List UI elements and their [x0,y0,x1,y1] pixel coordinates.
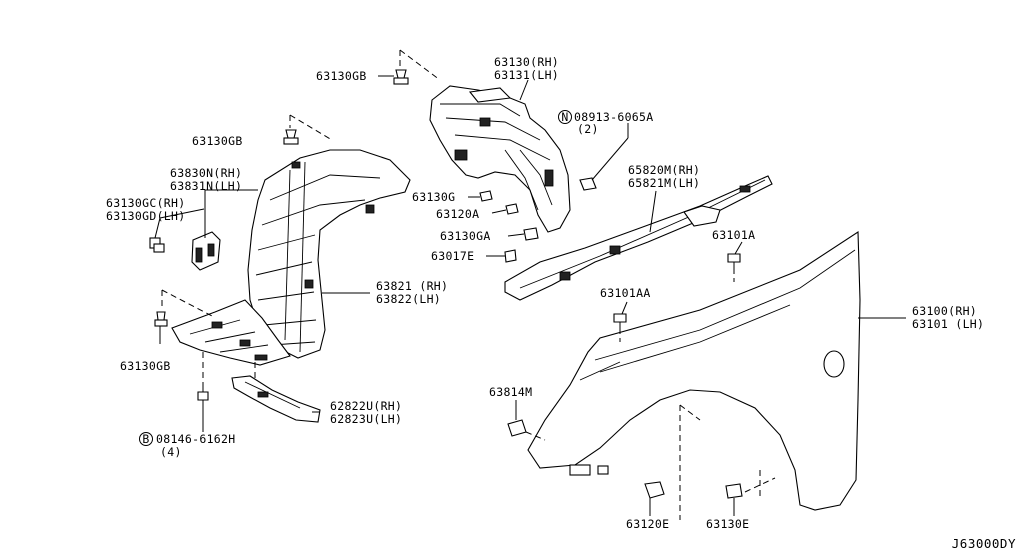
label-63130gb-top: 63130GB [316,69,367,83]
label-63130gb-mid: 63130GB [192,134,243,148]
label-65821m-lh: 65821M(LH) [628,176,700,190]
clip-63120a [505,203,519,215]
part-labels: 63130GB 63130(RH) 63131(LH) 08913-6065A … [106,55,984,531]
label-63120a: 63120A [436,207,479,221]
label-63017e: 63017E [431,249,474,263]
bolt-63101a [727,253,741,268]
label-63814m: 63814M [489,385,532,399]
label-63830n-rh: 63830N(RH) [170,166,242,180]
clip-63130gb-mid [283,129,299,145]
label-63130gb-low: 63130GB [120,359,171,373]
label-63130ga: 63130GA [440,229,491,243]
label-63831n-lh: 63831N(LH) [170,179,242,193]
clip-63130e [725,483,743,499]
lower-splash-shield [171,299,291,366]
symbol-n-circle: N [558,110,572,124]
front-fender-panel [527,231,861,511]
clip-63017e [504,249,517,263]
label-63130e: 63130E [706,517,749,531]
label-63131-lh: 63131(LH) [494,68,559,82]
label-63130g: 63130G [412,190,455,204]
label-63120e: 63120E [626,517,669,531]
clip-63120e [644,481,665,499]
label-n08913: 08913-6065A [574,110,653,124]
clip-63130gb-top [393,69,409,85]
label-63130-rh: 63130(RH) [494,55,559,69]
fender-reinforcement-65820m [504,175,773,301]
label-62822u-rh: 62822U(RH) [330,399,402,413]
label-63821-rh: 63821 (RH) [376,279,448,293]
bolt-b08146 [197,384,209,401]
label-63101-lh: 63101 (LH) [912,317,984,331]
symbol-b-circle: B [139,432,153,446]
clip-63814m [507,419,527,437]
clip-63130g [479,190,493,202]
label-63100-rh: 63100(RH) [912,304,977,318]
clip-63130gb-low [154,311,168,327]
label-65820m-rh: 65820M(RH) [628,163,700,177]
bumper-stay-62822u [231,375,321,423]
label-63822-lh: 63822(LH) [376,292,441,306]
assembly-dashed-lines [161,49,776,520]
leader-lines [154,75,906,516]
diagram-code: J63000DY [952,536,1016,551]
rear-wheel-house-protector [429,85,571,233]
label-n08913-qty: (2) [577,122,599,136]
bolt-63101aa [613,313,627,328]
clip-63130gc [149,237,165,253]
label-63101a: 63101A [712,228,755,242]
front-wheel-house-protector [247,149,411,359]
label-63130gc-rh: 63130GC(RH) [106,196,185,210]
clip-n08913 [579,177,597,191]
label-63101aa: 63101AA [600,286,651,300]
label-62823u-lh: 62823U(LH) [330,412,402,426]
symbol-b: B [142,432,149,446]
label-b08146: 08146-6162H [156,432,235,446]
symbol-n: N [561,110,568,124]
label-b08146-qty: (4) [160,445,182,459]
clip-63130ga [523,227,539,241]
label-63130gd-lh: 63130GD(LH) [106,209,185,223]
bracket-63830n [191,231,221,271]
